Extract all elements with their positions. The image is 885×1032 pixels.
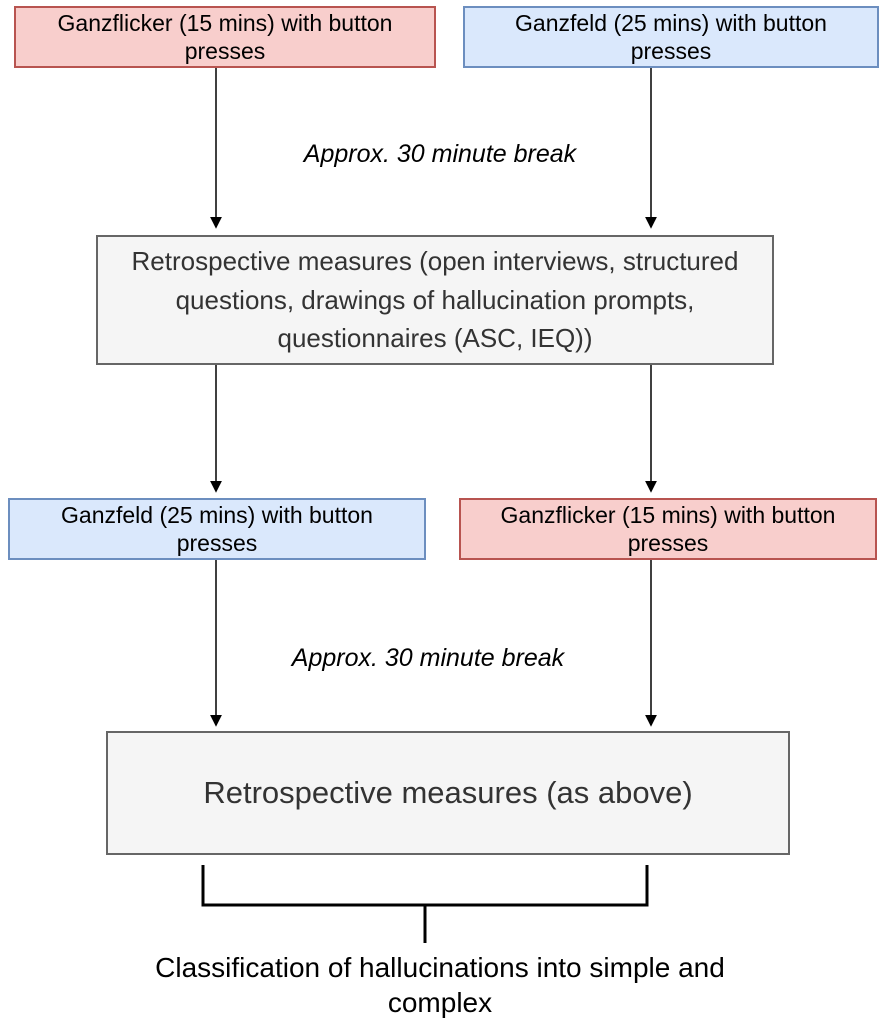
box-retrospective-measures-2: Retrospective measures (as above) [106, 731, 790, 855]
box-retrospective-measures-1: Retrospective measures (open interviews,… [96, 235, 774, 365]
box-ganzfeld-second: Ganzfeld (25 mins) with button presses [8, 498, 426, 560]
box-ganzflicker-second: Ganzflicker (15 mins) with button presse… [459, 498, 877, 560]
outcome-label: Classification of hallucinations into si… [155, 952, 725, 1018]
box-ganzflicker-first: Ganzflicker (15 mins) with button presse… [14, 6, 436, 68]
box-ganzfeld-first: Ganzfeld (25 mins) with button presses [463, 6, 879, 68]
break-label-2: Approx. 30 minute break [291, 644, 565, 672]
merge-bracket-icon [201, 865, 649, 907]
break-label-1: Approx. 30 minute break [303, 140, 577, 168]
